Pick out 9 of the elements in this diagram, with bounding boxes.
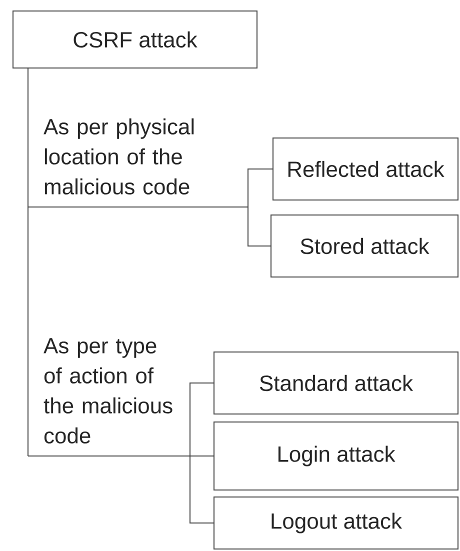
category-label: As per type of action of the malicious code [44,338,172,444]
category-box: Logout attack [214,496,458,550]
category-box: Standard attack [214,352,458,414]
tree-connector [28,68,273,524]
category-label: As per physical location of the malicious code [44,118,194,194]
category-box: Login attack [214,422,458,490]
category-box: Reflected attack [272,138,458,200]
category-box: CSRF attack [12,10,258,68]
category-box: Stored attack [270,214,458,278]
